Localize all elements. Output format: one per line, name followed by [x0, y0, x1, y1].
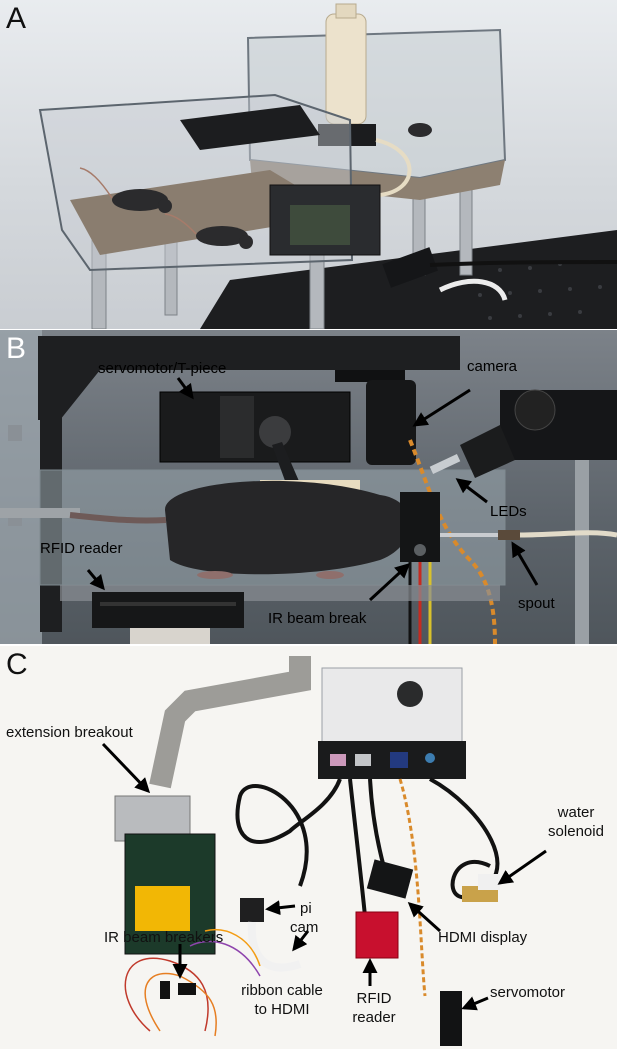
rfid-base — [130, 628, 210, 644]
tunnel-board — [290, 205, 350, 245]
label-spout: spout — [518, 595, 555, 612]
ir-hole — [414, 544, 426, 556]
label-water-solenoid-line1: water — [557, 804, 595, 821]
label-camera: camera — [467, 358, 518, 375]
right-post — [575, 460, 589, 644]
label-leds: LEDs — [490, 503, 527, 520]
label-extension-breakout: extension breakout — [6, 724, 133, 741]
label-rfid-reader-c-line2: reader — [352, 1009, 396, 1026]
spout-fitting — [498, 530, 520, 540]
water-tube — [375, 138, 412, 197]
ribbon-cable — [438, 278, 508, 301]
led-holder — [460, 425, 515, 478]
camera-mount — [335, 370, 405, 382]
ir-breaker — [178, 983, 196, 995]
breadboard-holes — [468, 260, 602, 320]
servomotor-body-c — [440, 991, 462, 1046]
carbon-frame — [38, 336, 460, 420]
hdmi-board — [366, 859, 414, 899]
cage-render — [38, 3, 617, 329]
label-hdmi-display: HDMI display — [438, 929, 528, 946]
servo-wire — [398, 778, 427, 997]
camera-cable — [429, 260, 617, 267]
mouse-tail — [69, 512, 167, 524]
led-tip — [429, 454, 461, 474]
pi-fan — [397, 681, 423, 707]
mouse-body — [165, 480, 410, 575]
cage-legs — [91, 179, 473, 329]
servomotor-body — [159, 391, 351, 463]
label-rfid-reader: RFID reader — [40, 540, 123, 557]
ribbon-cable-breakout — [149, 656, 311, 789]
panel-c: C extension breakout water solenoid pi c… — [0, 646, 617, 1049]
label-ir-beam-break: IR beam break — [268, 610, 367, 627]
label-servomotor-t-piece: servomotor/T-piece — [98, 360, 227, 377]
ir-breaker — [160, 981, 170, 999]
panel-letter-b: B — [6, 332, 27, 365]
tunnel-closeup — [0, 330, 617, 644]
camera-body — [382, 247, 438, 288]
mouse-feet — [197, 571, 344, 579]
rfid-board — [355, 911, 399, 959]
hardware-photo — [101, 656, 547, 1046]
port — [425, 753, 435, 763]
label-rfid-reader-c-line1: RFID — [356, 990, 392, 1007]
pi-cam — [240, 898, 264, 922]
label-pi-cam-line1: pi — [300, 900, 312, 917]
servo-horn — [259, 416, 291, 448]
camera-lens — [366, 380, 416, 465]
bottle-cap — [335, 3, 357, 19]
mouse-tails — [79, 167, 197, 235]
water-bottle — [325, 13, 367, 125]
panel-b: B servomotor/T-piece camera LEDs RFID re… — [0, 330, 617, 644]
panel-a: A — [0, 0, 617, 329]
port — [390, 752, 408, 768]
label-servomotor-c: servomotor — [490, 984, 566, 1001]
label-ribbon-cable-line1: ribbon cable — [241, 982, 323, 999]
cage-back-floor — [250, 160, 505, 200]
servo-label — [220, 396, 254, 458]
port — [355, 754, 371, 766]
left-cage-wall — [0, 330, 42, 644]
label-ribbon-cable-line2: to HDMI — [254, 1001, 310, 1018]
white-ribbon — [247, 921, 302, 972]
solenoid-top — [478, 874, 500, 890]
pi-case-top — [321, 667, 463, 744]
twisted-wire — [408, 439, 497, 644]
rfid-slot — [100, 602, 236, 606]
spout-tube — [519, 530, 617, 538]
mice — [112, 123, 432, 249]
rfid-reader-body — [92, 592, 244, 628]
panel-letter-c: C — [6, 648, 28, 681]
panel-c-arrows — [101, 742, 547, 1011]
label-ir-beam-breakers: IR beam breakers — [104, 929, 224, 946]
mini-breadboard — [135, 886, 190, 931]
port — [330, 754, 346, 766]
wall-bolt — [8, 425, 22, 441]
right-knob — [514, 389, 556, 431]
threaded-rod — [0, 508, 80, 518]
servo-bracket — [180, 105, 320, 150]
black-cables — [235, 777, 500, 917]
panel-letter-a: A — [6, 2, 27, 35]
label-water-solenoid-line2: solenoid — [548, 823, 604, 840]
panel-b-arrows — [86, 377, 539, 602]
label-pi-cam-line2: cam — [290, 919, 319, 936]
bottle-mount — [318, 124, 376, 146]
